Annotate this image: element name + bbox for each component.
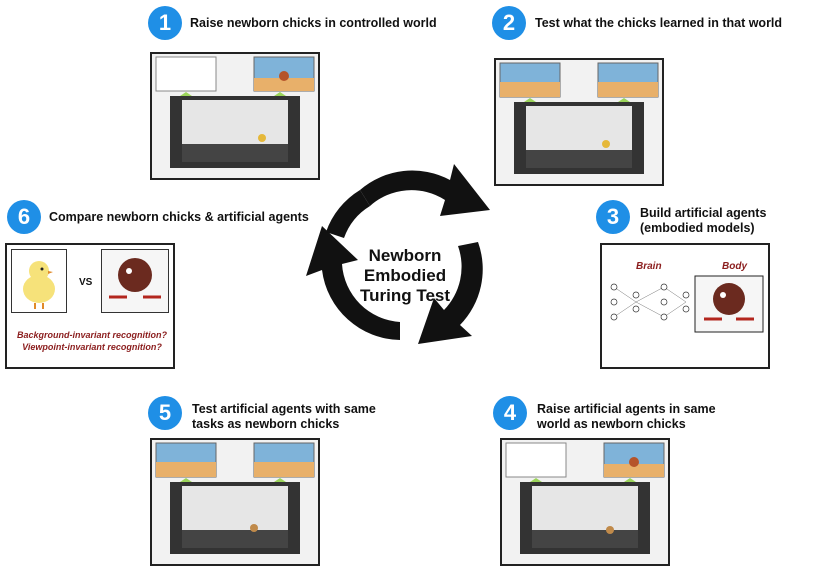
compare-panel: VS Background-invariant recognition? Vie…: [5, 243, 175, 369]
brain-label: Brain: [636, 261, 662, 272]
step-2-label: Test what the chicks learned in that wor…: [535, 16, 783, 30]
agent-image: [101, 249, 169, 313]
step-1-badge: 1: [148, 6, 182, 40]
cycle-arrow-top-left: [326, 190, 370, 238]
step-4-label: Raise artificial agents in same world as…: [537, 402, 716, 432]
step-3-label-line2: (embodied models): [640, 221, 755, 235]
step-6-badge: 6: [7, 200, 41, 234]
chick-chamber-image-1: [150, 52, 320, 180]
step-3-badge: 3: [596, 200, 630, 234]
step-4-label-line1: Raise artificial agents in same: [537, 402, 716, 416]
cycle-arrow-left: [306, 226, 400, 340]
cycle-title-line1: Newborn: [368, 246, 442, 265]
cycle-arrow-top-right: [360, 164, 490, 216]
step-2-badge: 2: [492, 6, 526, 40]
agent-body-icon: [694, 275, 764, 333]
chick-chamber-image-2: [494, 58, 664, 186]
viewpoint-invariant-question: Viewpoint-invariant recognition?: [22, 342, 162, 352]
cycle-title-line3: Turing Test: [359, 286, 451, 305]
step-4-label-line2: world as newborn chicks: [537, 417, 686, 431]
step-3-label: Build artificial agents (embodied models…: [640, 206, 766, 236]
agent-chamber-image-5: [150, 438, 320, 566]
step-4-badge: 4: [493, 396, 527, 430]
model-panel: Brain Body: [600, 243, 770, 369]
chick-image: [11, 249, 67, 313]
step-5-label: Test artificial agents with same tasks a…: [192, 402, 376, 432]
body-label: Body: [722, 261, 747, 272]
neural-network-icon: [610, 283, 690, 321]
background-invariant-question: Background-invariant recognition?: [16, 330, 167, 340]
step-5-label-line1: Test artificial agents with same: [192, 402, 376, 416]
step-5-badge: 5: [148, 396, 182, 430]
cycle-arrow-right: [418, 242, 483, 344]
step-6-label: Compare newborn chicks & artificial agen…: [49, 210, 309, 224]
step-1-label: Raise newborn chicks in controlled world: [190, 16, 437, 30]
cycle-title-line2: Embodied: [363, 266, 447, 285]
cycle-title: Newborn Embodied Turing Test: [300, 246, 510, 306]
step-5-label-line2: tasks as newborn chicks: [192, 417, 340, 431]
agent-chamber-image-4: [500, 438, 670, 566]
vs-label: VS: [79, 277, 93, 288]
step-3-label-line1: Build artificial agents: [640, 206, 767, 220]
cycle-diagram: [306, 164, 490, 344]
